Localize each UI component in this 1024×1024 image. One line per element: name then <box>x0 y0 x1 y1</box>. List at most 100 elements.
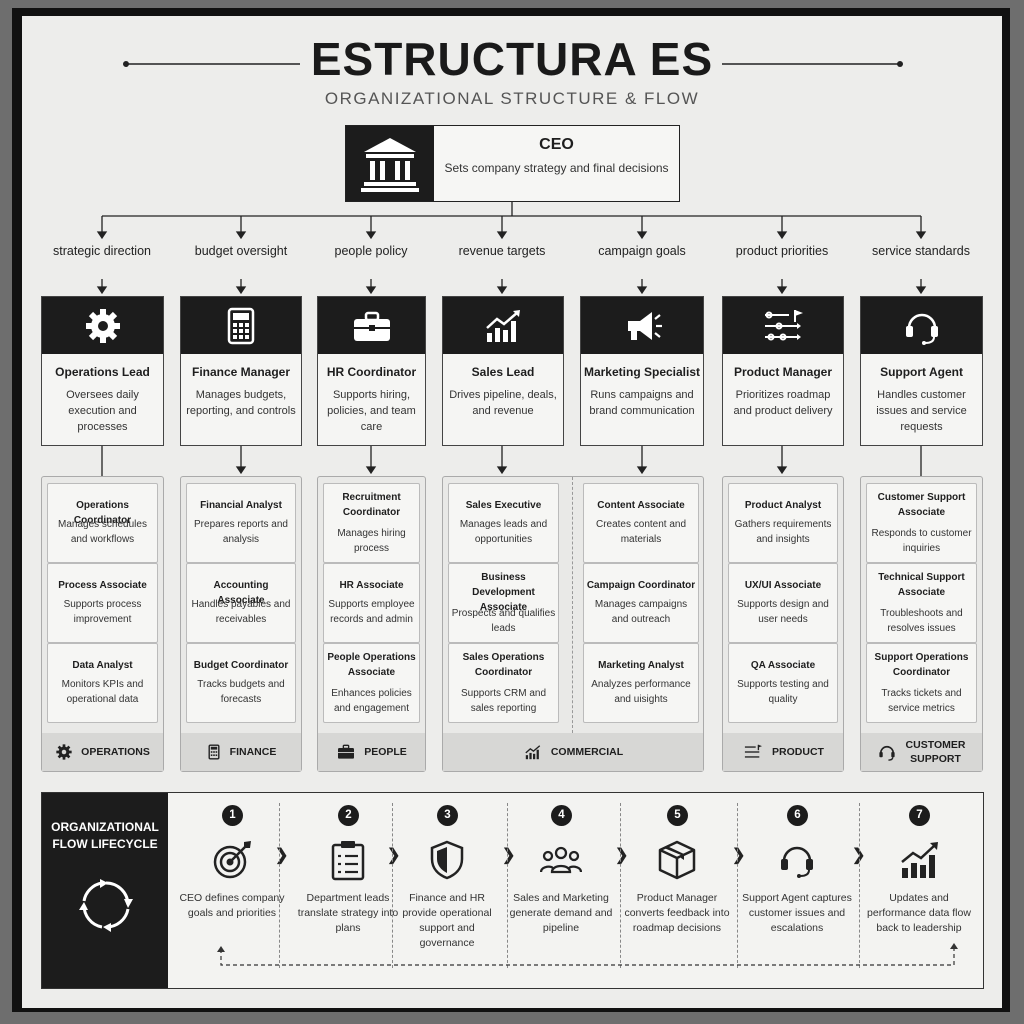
team-description: Responds to customer inquiries <box>871 528 972 554</box>
step-text: Support Agent captures customer issues a… <box>742 892 852 934</box>
lead-name: HR Coordinator <box>326 365 417 379</box>
department-label-text: PEOPLE <box>364 746 407 758</box>
department-customer-support: Customer Support Associate Responds to c… <box>860 476 983 772</box>
lead-card-product[interactable]: Product Manager Prioritizes roadmap and … <box>722 296 844 446</box>
lead-card-marketing[interactable]: Marketing Specialist Runs campaigns and … <box>580 296 704 446</box>
team-card[interactable]: Product Analyst Gathers requirements and… <box>728 483 838 563</box>
team-card[interactable]: QA Associate Supports testing and qualit… <box>728 643 838 723</box>
step-divider <box>392 803 393 968</box>
institution-icon <box>346 126 434 201</box>
team-name: QA Associate <box>750 660 816 671</box>
title-rule <box>123 61 903 67</box>
flow-label-campaign-goals: campaign goals <box>598 244 686 258</box>
chevron-right-icon: ❯ <box>275 847 289 864</box>
team-card[interactable]: Campaign Coordinator Manages campaigns a… <box>583 563 699 643</box>
team-card[interactable]: Data Analyst Monitors KPIs and operation… <box>47 643 158 723</box>
team-card[interactable]: Technical Support Associate Troubleshoot… <box>866 563 977 643</box>
step-number: 2 <box>338 805 359 826</box>
calculator-icon <box>208 744 220 760</box>
team-description: Prepares reports and analysis <box>194 519 288 545</box>
chevron-right-icon: ❯ <box>502 847 516 864</box>
headset-icon <box>878 745 895 761</box>
step-number: 1 <box>222 805 243 826</box>
growth-chart-icon <box>486 309 520 342</box>
department-label-text: PRODUCT <box>772 746 824 758</box>
lead-description: Manages budgets, reporting, and controls <box>186 389 296 417</box>
team-card[interactable]: HR Associate Supports employee records a… <box>323 563 420 643</box>
lifecycle-step-2: 2 Department leads translate strategy in… <box>289 793 407 988</box>
lead-card-hr[interactable]: HR Coordinator Supports hiring, policies… <box>317 296 426 446</box>
team-card[interactable]: Support Operations Coordinator Tracks ti… <box>866 643 977 723</box>
team-card[interactable]: People Operations Associate Enhances pol… <box>323 643 420 723</box>
page-subtitle: ORGANIZATIONAL STRUCTURE & FLOW <box>324 89 700 108</box>
lead-card-support[interactable]: Support Agent Handles customer issues an… <box>860 296 983 446</box>
team-description: Manages leads and opportunities <box>459 519 548 545</box>
growth-chart-icon <box>525 745 541 760</box>
team-card[interactable]: Recruitment Coordinator Manages hiring p… <box>323 483 420 563</box>
step-divider <box>737 803 738 968</box>
team-description: Troubleshoots and resolves issues <box>880 608 963 634</box>
team-card[interactable]: Customer Support Associate Responds to c… <box>866 483 977 563</box>
step-divider <box>279 803 280 968</box>
lead-description: Drives pipeline, deals, and revenue <box>449 389 557 417</box>
team-name: Process Associate <box>58 580 147 591</box>
team-name: Content Associate <box>597 500 685 511</box>
lead-name: Operations Lead <box>55 365 150 379</box>
lead-card-finance[interactable]: Finance Manager Manages budgets, reporti… <box>180 296 302 446</box>
lead-description: Oversees daily execution and processes <box>66 389 139 433</box>
lead-name: Marketing Specialist <box>583 365 701 379</box>
team-description: Creates content and materials <box>595 519 687 545</box>
headset-icon <box>905 313 938 345</box>
megaphone-icon <box>628 311 662 340</box>
team-description: Supports design and user needs <box>737 599 829 625</box>
team-card[interactable]: Sales Operations Coordinator Supports CR… <box>448 643 559 723</box>
department-operations: Operations Coordinator Manages schedules… <box>41 476 164 772</box>
team-card[interactable]: Budget Coordinator Tracks budgets and fo… <box>186 643 296 723</box>
team-card[interactable]: Process Associate Supports process impro… <box>47 563 158 643</box>
ceo-description: Sets company strategy and final decision… <box>444 161 669 175</box>
department-label-text: CUSTOMER SUPPORT <box>905 739 966 765</box>
team-card[interactable]: UX/UI Associate Supports design and user… <box>728 563 838 643</box>
team-card[interactable]: Financial Analyst Prepares reports and a… <box>186 483 296 563</box>
team-card[interactable]: Business Development Associate Prospects… <box>448 563 559 643</box>
step-number: 6 <box>787 805 808 826</box>
ceo-card[interactable]: CEO Sets company strategy and final deci… <box>345 125 680 202</box>
flow-label-budget-oversight: budget oversight <box>194 244 288 258</box>
team-card[interactable]: Sales Executive Manages leads and opport… <box>448 483 559 563</box>
lead-name: Product Manager <box>733 365 832 379</box>
team-card[interactable]: Marketing Analyst Analyzes performance a… <box>583 643 699 723</box>
chevron-right-icon: ❯ <box>732 847 746 864</box>
team-icon <box>540 846 582 874</box>
team-name: Data Analyst <box>72 660 133 671</box>
lifecycle-panel: ORGANIZATIONAL FLOW LIFECYCLE 1 CEO defi… <box>41 792 984 989</box>
roadmap-icon <box>765 309 803 340</box>
lead-description: Runs campaigns and brand communication <box>589 389 695 417</box>
team-description: Manages campaigns and outreach <box>594 599 688 625</box>
column-divider <box>572 477 573 733</box>
department-commercial: Sales Executive Manages leads and opport… <box>442 476 704 772</box>
lifecycle-step-5: 5 Product Manager converts feedback into… <box>618 793 736 988</box>
growth-chart-icon <box>901 842 938 878</box>
team-card[interactable]: Content Associate Creates content and ma… <box>583 483 699 563</box>
box-icon <box>658 840 696 880</box>
team-description: Manages hiring process <box>337 528 406 554</box>
lead-card-operations[interactable]: Operations Lead Oversees daily execution… <box>41 296 164 446</box>
gear-icon <box>85 308 120 343</box>
flow-label-people-policy: people policy <box>334 244 408 258</box>
team-name: Business Development Associate <box>472 572 535 613</box>
team-name: Technical Support Associate <box>878 572 965 598</box>
department-label: CUSTOMER SUPPORT <box>861 733 982 771</box>
step-divider <box>620 803 621 968</box>
team-name: Financial Analyst <box>200 500 282 511</box>
team-card[interactable]: Accounting Associate Handles payables an… <box>186 563 296 643</box>
lead-card-sales[interactable]: Sales Lead Drives pipeline, deals, and r… <box>442 296 564 446</box>
step-text: Sales and Marketing generate demand and … <box>509 892 613 934</box>
department-label: FINANCE <box>181 733 301 771</box>
lifecycle-step-6: 6 Support Agent captures customer issues… <box>738 793 856 988</box>
team-name: Product Analyst <box>744 500 822 511</box>
lifecycle-step-4: 4 Sales and Marketing generate demand an… <box>502 793 620 988</box>
team-card[interactable]: Operations Coordinator Manages schedules… <box>47 483 158 563</box>
team-description: Monitors KPIs and operational data <box>61 679 144 705</box>
department-finance: Financial Analyst Prepares reports and a… <box>180 476 302 772</box>
flow-label-strategic-direction: strategic direction <box>53 244 151 258</box>
